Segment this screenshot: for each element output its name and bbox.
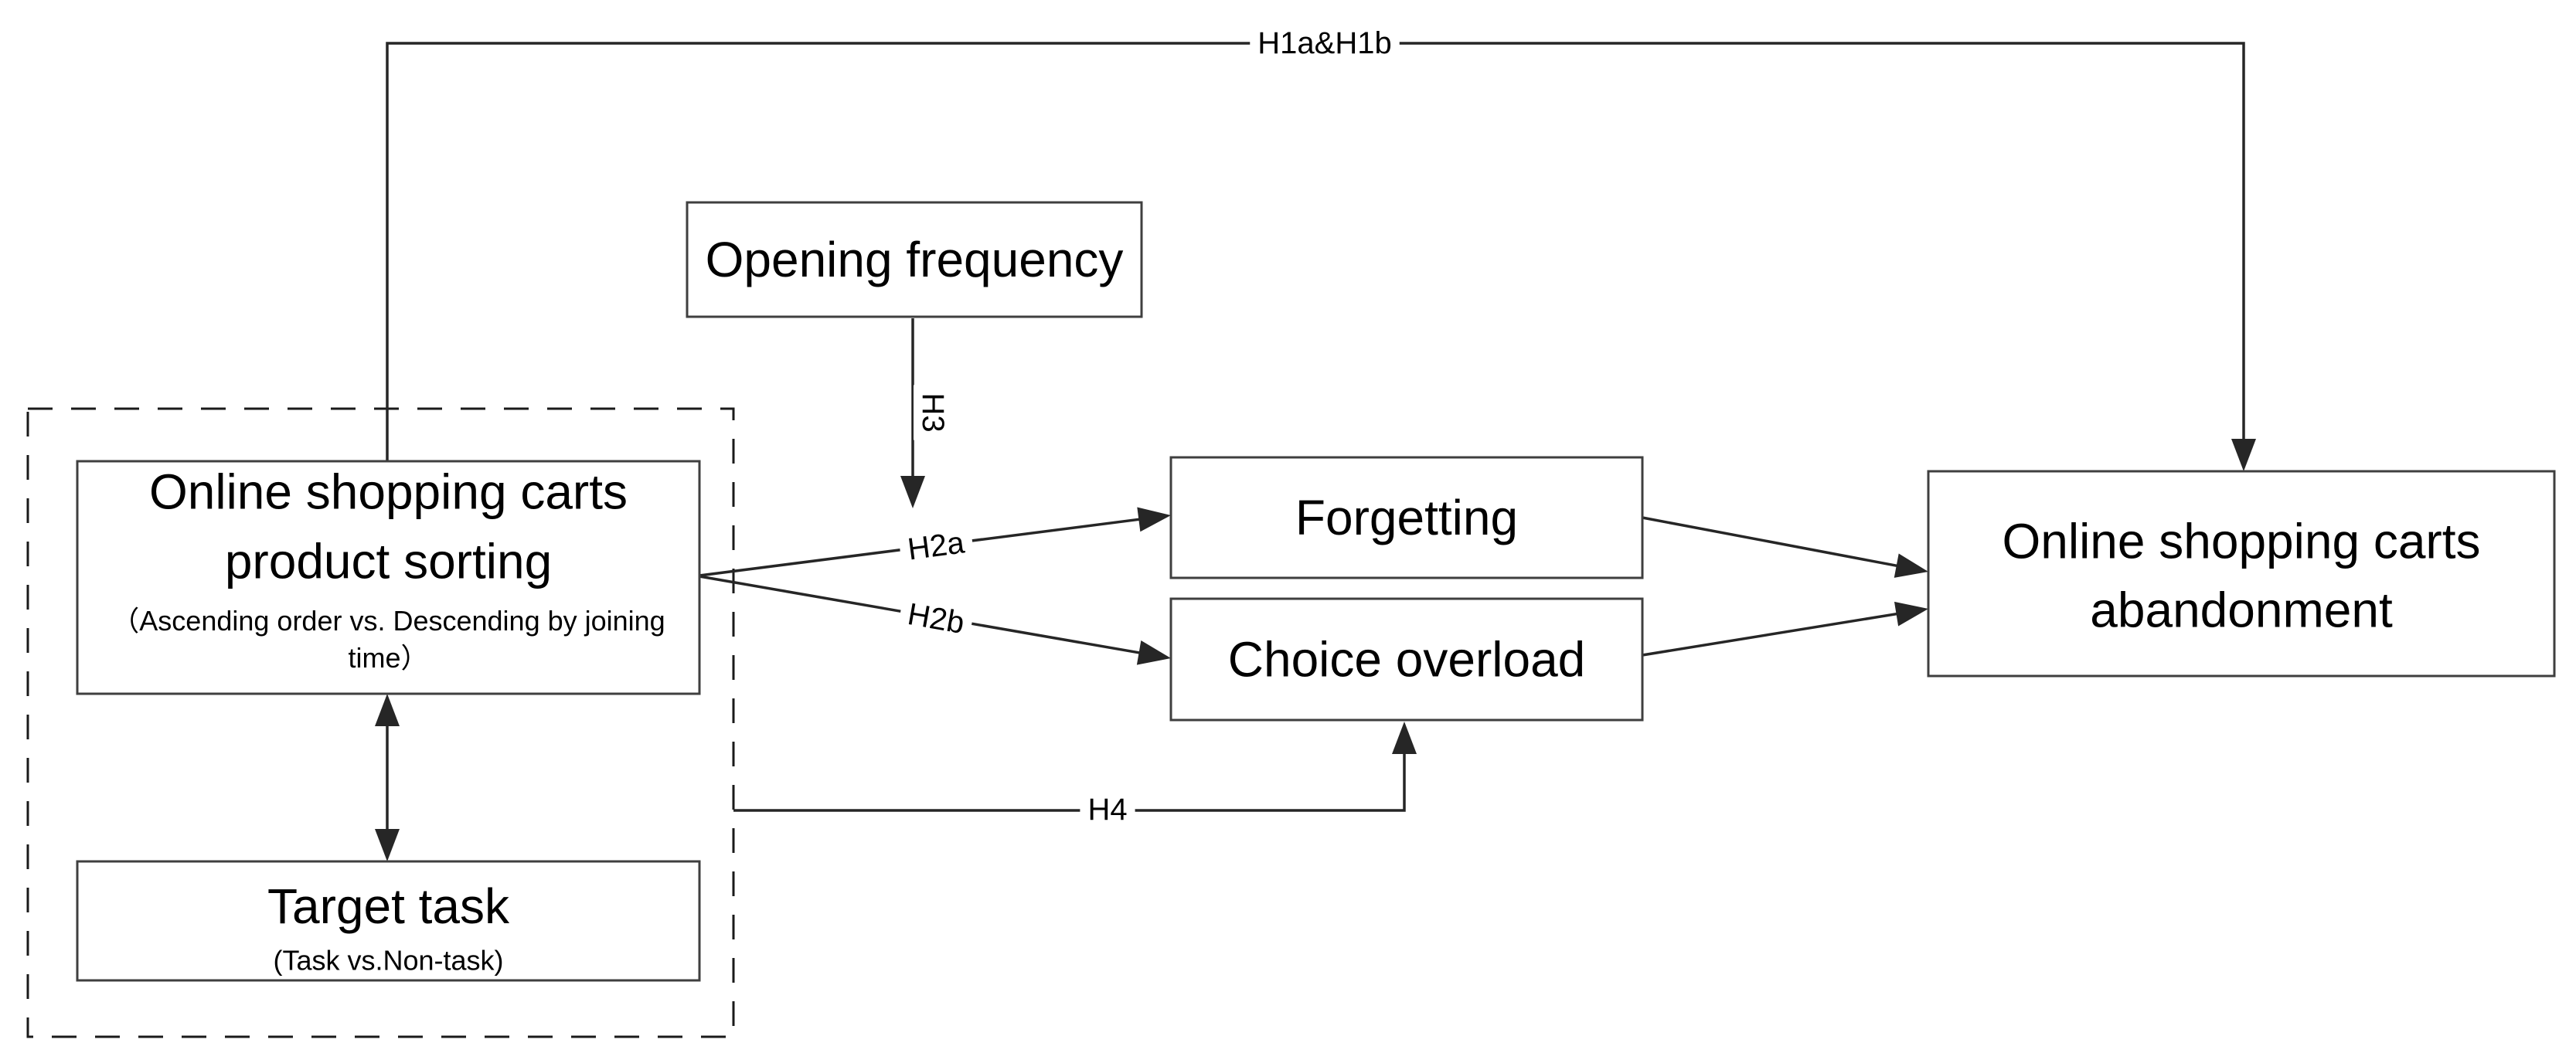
product-sorting-title-line-1: product sorting: [225, 534, 552, 589]
choice-overload-title-line-0: Choice overload: [1228, 632, 1586, 688]
sorting-target-double-arrow-arrowhead-start-icon: [375, 694, 400, 726]
moderator-group-frame: [26, 407, 735, 1038]
h3-hypothesis-text: H3: [916, 392, 950, 432]
h1-label-background: [1250, 24, 1400, 63]
h3-path-arrowhead-icon: [900, 476, 925, 508]
target-task-subtitle-line-1: (Task vs.Non-task): [273, 945, 503, 977]
forgetting-rect: [1169, 456, 1644, 579]
forgetting-abandonment-path-arrowhead-icon: [1894, 553, 1928, 578]
h3-path: [900, 318, 925, 508]
abandonment-title-line-0: Online shopping carts: [2002, 514, 2480, 569]
h2b-label-background: [897, 593, 975, 644]
h2a-hypothesis-label: H2a: [897, 522, 975, 570]
h2a-hypothesis-text: H2a: [906, 525, 967, 566]
h1a-h1b-path-arrowhead-icon: [2231, 439, 2256, 471]
target-task-rect: [76, 860, 701, 982]
opening-frequency-box: Opening frequency: [686, 201, 1143, 318]
h4-path-arrowhead-icon: [1392, 722, 1417, 754]
choice-overload-abandonment-path: [1642, 601, 1928, 657]
h1-hypothesis-text: H1a&H1b: [1257, 26, 1391, 60]
product-sorting-box: Online shopping carts product sorting （Asc…: [76, 460, 701, 695]
target-task-title-line-0: Target task: [267, 878, 510, 934]
product-sorting-subtitle-line-2: （Ascending order vs. Descending by joini…: [111, 605, 665, 637]
h4-label-background: [1080, 790, 1135, 829]
h3-hypothesis-label: H3: [914, 385, 952, 440]
sorting-target-double-arrow: [375, 694, 400, 861]
target-task-box: Target task (Task vs.Non-task): [76, 860, 701, 982]
h1a-h1b-path-line: [386, 42, 2245, 461]
h4-path: [733, 722, 1417, 812]
product-sorting-title-line-0: Online shopping carts: [149, 464, 628, 520]
h4-hypothesis-text: H4: [1087, 793, 1127, 827]
choice-overload-box: Choice overload: [1169, 597, 1644, 722]
forgetting-box: Forgetting: [1169, 456, 1644, 579]
opening-frequency-rect: [686, 201, 1143, 318]
forgetting-abandonment-path: [1642, 516, 1928, 578]
h2a-path-arrowhead-icon: [1137, 507, 1171, 532]
choice-overload-rect: [1169, 597, 1644, 722]
h2a-label-background: [897, 522, 975, 570]
h4-path-line: [733, 748, 1406, 812]
abandonment-rect: [1927, 470, 2556, 678]
forgetting-title-line-0: Forgetting: [1295, 490, 1518, 545]
forgetting-abandonment-path-line: [1642, 516, 1903, 569]
sorting-target-double-arrow-arrowhead-icon: [375, 829, 400, 861]
h1a-h1b-path: [386, 42, 2256, 471]
h4-hypothesis-label: H4: [1080, 790, 1135, 829]
h3-label-background: [914, 385, 952, 440]
h2b-hypothesis-label: H2b: [897, 593, 975, 644]
product-sorting-subtitle-line-3: time）: [348, 642, 428, 674]
choice-overload-abandonment-path-line: [1642, 611, 1903, 657]
choice-overload-abandonment-path-arrowhead-icon: [1894, 601, 1928, 627]
h1-hypothesis-label: H1a&H1b: [1250, 24, 1400, 63]
opening-frequency-title-line-0: Opening frequency: [706, 232, 1124, 287]
product-sorting-rect: [76, 460, 701, 695]
abandonment-title-line-1: abandonment: [2090, 583, 2393, 638]
h2b-path-arrowhead-icon: [1136, 640, 1171, 665]
abandonment-box: Online shopping carts abandonment: [1927, 470, 2556, 678]
